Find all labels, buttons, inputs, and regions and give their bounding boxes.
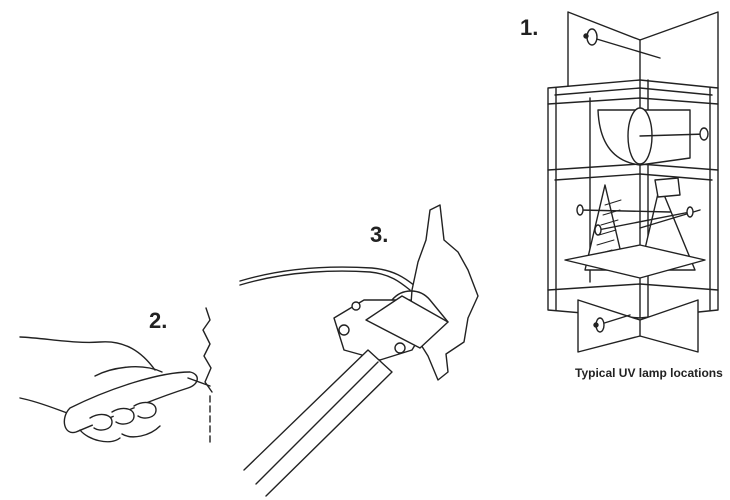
step-1-label: 1. xyxy=(520,15,539,40)
diagram-caption: Typical UV lamp locations xyxy=(575,366,723,380)
air-handler-cabinet-icon xyxy=(547,11,719,353)
step-2-label: 2. xyxy=(149,308,168,333)
uv-lamp-icon xyxy=(239,204,479,497)
step-3-label: 3. xyxy=(370,222,389,247)
hand-with-knife-icon xyxy=(19,307,213,445)
